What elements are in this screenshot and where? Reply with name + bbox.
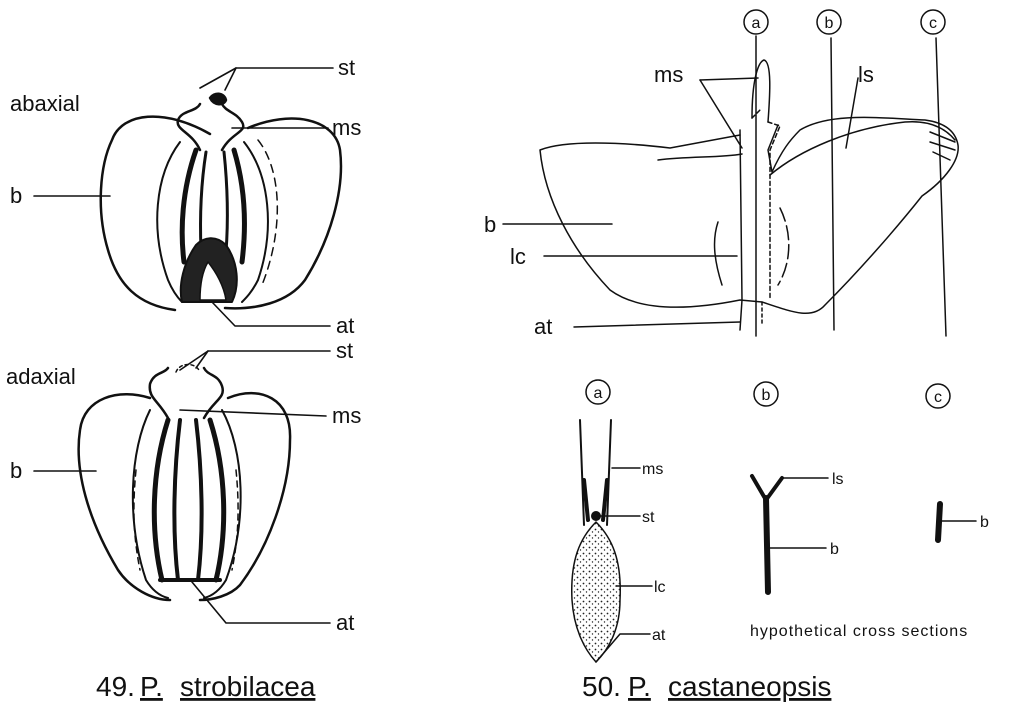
section-a-inner-left: [584, 480, 588, 520]
fig50-main-drawing: [540, 60, 958, 330]
fig50-section-markers-top: a b c: [744, 10, 945, 34]
label-abaxial: abaxial: [10, 91, 80, 116]
section-line-b: [831, 38, 834, 330]
fig50-ls-tip-2: [930, 142, 955, 150]
cross-section-c: [938, 504, 940, 540]
label-st-section-a: st: [642, 509, 655, 526]
fig50-caption: 50. P. castaneopsis: [582, 671, 831, 702]
fig49-genus: P.: [140, 671, 163, 702]
cross-section-b: [752, 476, 782, 592]
label-ms-adaxial: ms: [332, 403, 361, 428]
marker-a-bottom-text: a: [594, 385, 603, 402]
cross-section-a: [572, 420, 621, 662]
fig50-bract-outline: [540, 117, 958, 313]
fig49-species: strobilacea: [180, 671, 316, 702]
adaxial-wing-left: [150, 368, 168, 418]
abaxial-wing-right: [222, 104, 243, 150]
adaxial-vein-2: [174, 420, 180, 580]
fig50-lateral-stigma: [770, 122, 955, 175]
marker-b-bottom-text: b: [762, 387, 771, 404]
fig50-section-markers-bottom: a b c: [586, 380, 950, 408]
leader-st-adaxial-2: [196, 351, 208, 368]
label-b-section-c: b: [980, 514, 989, 531]
label-at-abaxial: at: [336, 313, 354, 338]
fig49-caption: 49. P. strobilacea: [96, 671, 316, 702]
leader-ms-fig50-1: [700, 78, 758, 80]
fig50-species: castaneopsis: [668, 671, 831, 702]
marker-c-top-text: c: [929, 15, 937, 32]
fig50-ls-tip-3: [933, 152, 950, 160]
fig50-section-lines: [756, 36, 946, 336]
label-st-adaxial: st: [336, 338, 353, 363]
leader-st-abaxial: [200, 68, 333, 88]
fig49-number: 49.: [96, 671, 135, 702]
fig50-genus: P.: [628, 671, 651, 702]
leader-st-adaxial: [180, 351, 330, 370]
label-b-fig50: b: [484, 212, 496, 237]
fig50-median-stigma-left: [740, 130, 742, 300]
marker-c-bottom-text: c: [934, 389, 942, 406]
section-b-arm-right: [766, 478, 782, 500]
label-lc-section-a: lc: [654, 579, 666, 596]
abaxial-vein-1: [182, 150, 196, 262]
section-a-locule: [572, 522, 621, 662]
label-st-abaxial: st: [338, 55, 355, 80]
leader-at-abaxial: [212, 302, 330, 326]
label-b-adaxial: b: [10, 458, 22, 483]
marker-a-top-text: a: [752, 15, 761, 32]
section-a-left-wall: [580, 420, 584, 525]
section-line-c: [936, 38, 946, 336]
fig49-adaxial-drawing: [79, 365, 290, 601]
adaxial-vein-1: [154, 420, 168, 580]
label-b-abaxial: b: [10, 183, 22, 208]
label-ls-fig50: ls: [858, 62, 874, 87]
label-at-fig50: at: [534, 314, 552, 339]
section-b-stem: [766, 498, 768, 592]
label-lc-fig50: lc: [510, 244, 526, 269]
leader-at-adaxial: [192, 582, 330, 623]
abaxial-vein-2: [201, 152, 206, 250]
fig50-bract-inner: [658, 154, 742, 160]
leader-ms-adaxial: [180, 410, 326, 416]
section-a-inner-right: [603, 480, 607, 520]
section-a-right-wall: [607, 420, 611, 525]
label-adaxial: adaxial: [6, 364, 76, 389]
label-ls-section-b: ls: [832, 471, 844, 488]
label-ms-abaxial: ms: [332, 115, 361, 140]
fig50-locule-left: [715, 222, 722, 285]
label-at-section-a: at: [652, 627, 666, 644]
fig50-number: 50.: [582, 671, 621, 702]
fig50-at-line: [740, 300, 742, 330]
abaxial-stigma-tip: [210, 94, 226, 105]
marker-b-top-text: b: [825, 15, 834, 32]
abaxial-vein-3: [224, 152, 227, 252]
fig50-median-stigma-dashed: [768, 122, 780, 300]
adaxial-vein-4: [210, 420, 224, 580]
fig50-median-stigma-top: [752, 60, 770, 122]
fig50-locule-right: [778, 208, 789, 285]
section-a-stigma-dot: [592, 512, 600, 520]
abaxial-inner-left: [157, 142, 182, 302]
label-at-adaxial: at: [336, 610, 354, 635]
cross-section-b-leaders: [768, 478, 828, 548]
label-ms-fig50: ms: [654, 62, 683, 87]
section-b-arm-left: [752, 476, 766, 500]
abaxial-vein-4: [234, 150, 244, 262]
section-c-stem: [938, 504, 940, 540]
fig50-main-leaders: [503, 78, 858, 327]
adaxial-vein-3: [196, 420, 202, 580]
label-b-section-b: b: [830, 541, 839, 558]
cross-sections-note: hypothetical cross sections: [750, 623, 968, 640]
leader-at-fig50: [574, 322, 740, 327]
fig49-abaxial-drawing: [101, 94, 341, 310]
label-ms-section-a: ms: [642, 461, 663, 478]
leader-ls-fig50: [846, 78, 858, 148]
